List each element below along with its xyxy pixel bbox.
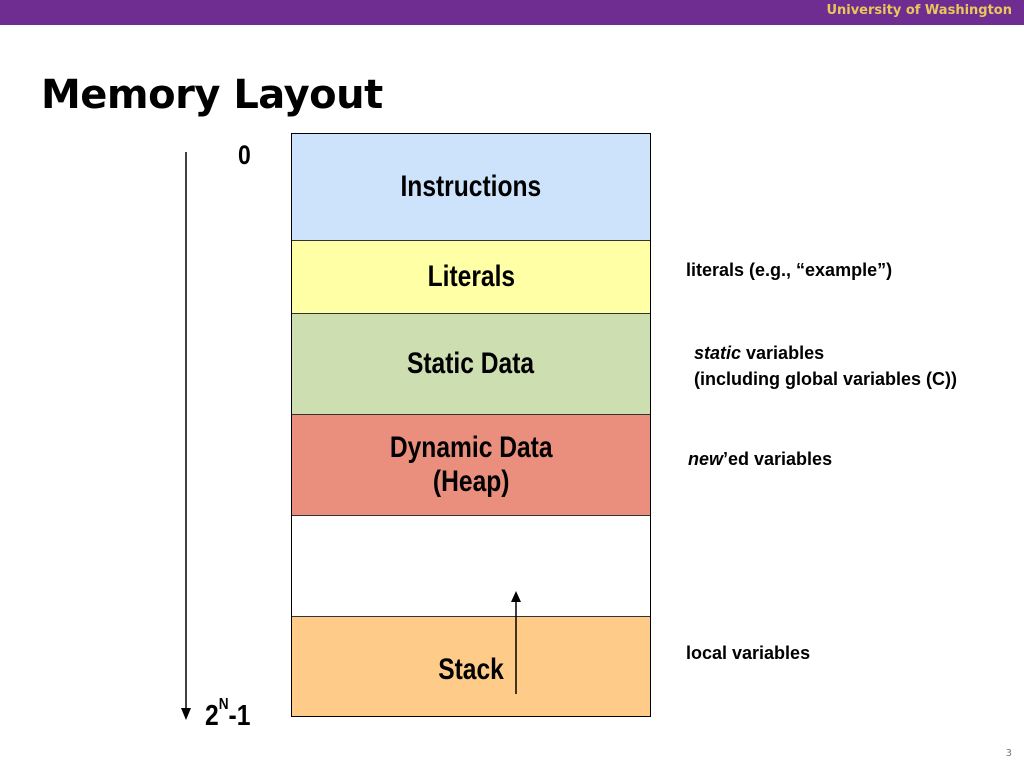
note-static-line-1: static variables — [694, 340, 957, 366]
segment-free-space — [292, 516, 650, 617]
note-new-rest: ’ed variables — [723, 449, 833, 469]
address-axis-arrow-icon — [181, 152, 191, 720]
note-new-italic: new — [688, 449, 724, 469]
note-new-variables: new’ed variables — [688, 446, 832, 472]
stack-growth-arrow-icon — [511, 591, 521, 694]
segment-label: Static Data — [407, 347, 535, 380]
note-static-italic: static — [694, 343, 742, 363]
segment-label: Instructions — [400, 170, 542, 203]
segment-label: Stack — [438, 652, 504, 686]
note-local-variables: local variables — [686, 643, 811, 663]
segment-literals: Literals — [292, 241, 650, 314]
segment-static-data: Static Data — [292, 314, 650, 415]
slide-number: 3 — [1005, 748, 1012, 759]
segment-instructions: Instructions — [292, 134, 650, 241]
address-high-exponent: N — [218, 696, 229, 713]
segment-label: Literals — [427, 260, 515, 293]
address-low-label: 0 — [238, 140, 251, 170]
address-high-base: 2 — [205, 700, 219, 732]
segment-heap: Dynamic Data (Heap) — [292, 415, 650, 516]
memory-layout-diagram: Instructions Literals Static Data Dynami… — [291, 133, 651, 717]
address-high-label: 2N-1 — [205, 696, 251, 733]
header-bar: University of Washington — [0, 0, 1024, 25]
address-high-suffix: -1 — [228, 700, 251, 732]
note-literals: literals (e.g., “example”) — [686, 260, 893, 280]
university-name: University of Washington — [826, 3, 1012, 18]
segment-stack: Stack — [292, 617, 650, 716]
segment-label: Dynamic Data (Heap) — [389, 431, 553, 498]
note-static-line-2: (including global variables (C)) — [694, 369, 958, 389]
slide-title: Memory Layout — [41, 72, 383, 118]
note-static-variables: static variables (including global varia… — [694, 340, 957, 392]
note-static-rest: variables — [741, 343, 825, 363]
